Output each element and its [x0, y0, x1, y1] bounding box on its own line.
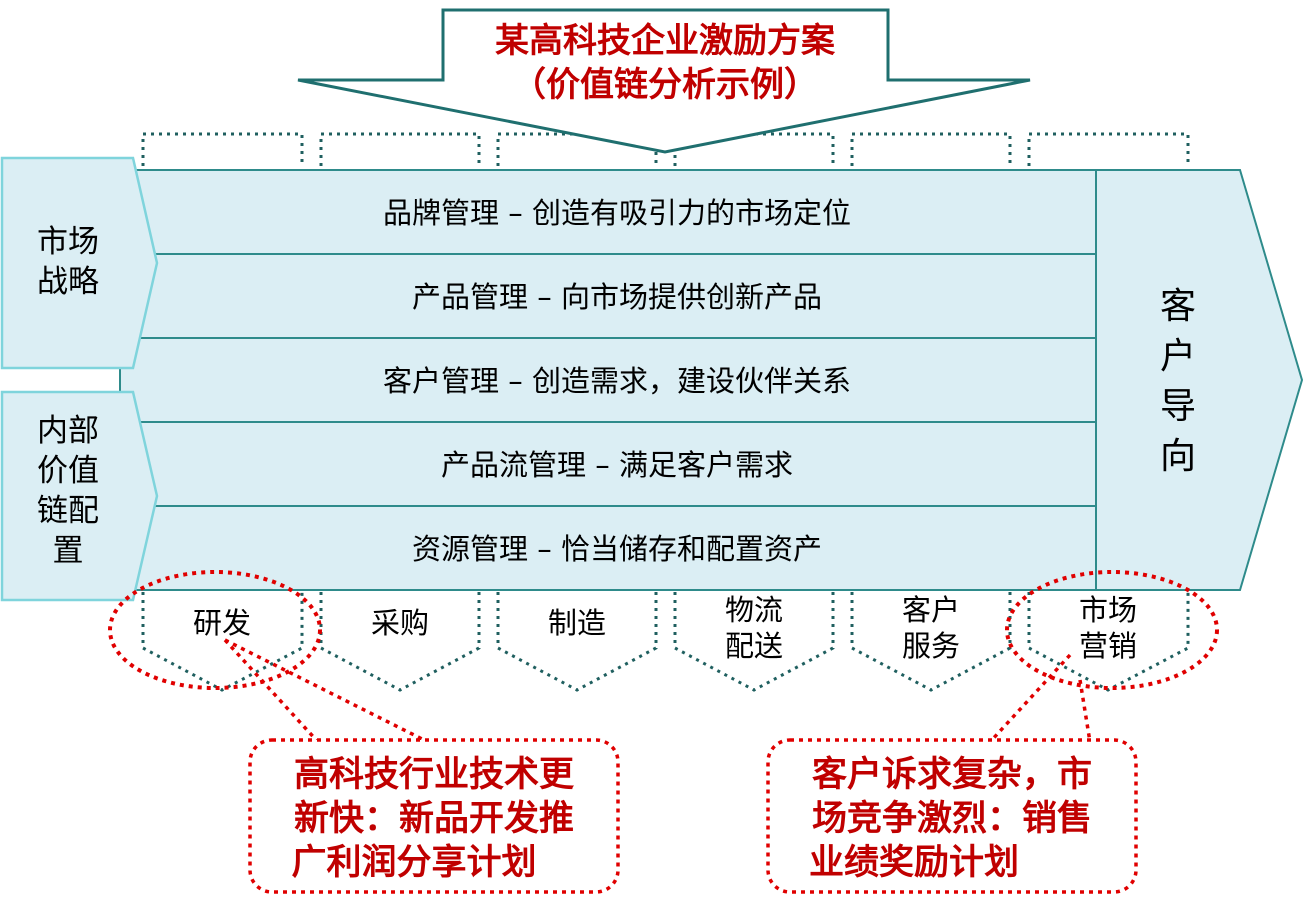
- activity-marketing-line-2: 营销: [1079, 629, 1137, 663]
- activity-manufacturing: 制造: [548, 606, 606, 640]
- highlight-ellipse-marketing: [1005, 570, 1219, 690]
- activity-marketing-line-1: 市场: [1079, 593, 1137, 627]
- activity-logistics-line-1: 物流: [725, 593, 783, 627]
- title-line-1: 某高科技企业激励方案: [495, 21, 836, 61]
- row-label-resource: 资源管理 – 恰当储存和配置资产: [412, 532, 822, 566]
- callout-connectors: [223, 638, 1092, 744]
- callout-left-line-3: 广利润分享计划: [291, 843, 536, 883]
- connector-right-1: [988, 653, 1072, 744]
- activity-service-line-2: 服务: [902, 629, 960, 663]
- activity-logistics-line-2: 配送: [725, 629, 783, 663]
- callout-right-line-2: 场竞争激烈：销售: [812, 799, 1092, 839]
- top-tab-6: [1027, 132, 1190, 166]
- internal-value-chain-box: [0, 390, 159, 602]
- row-label-product: 产品管理 – 向市场提供创新产品: [412, 280, 822, 314]
- management-band: 品牌管理 – 创造有吸引力的市场定位 产品管理 – 向市场提供创新产品 客户管理…: [119, 169, 1097, 591]
- callout-left-line-1: 高科技行业技术更: [294, 755, 575, 795]
- callout-left-line-2: 新快：新品开发推: [294, 799, 574, 839]
- activity-chevron-3: [496, 592, 658, 692]
- row-bg-4: [119, 421, 1097, 507]
- callout-right-line-1: 客户诉求复杂，市: [812, 754, 1092, 795]
- bottom-activity-chevrons: [141, 592, 1190, 692]
- row-bg-5: [119, 505, 1097, 591]
- callout-box-left: [248, 738, 620, 894]
- activity-rd: 研发: [193, 606, 251, 640]
- callout-right-line-3: 业绩奖励计划: [809, 843, 1019, 883]
- customer-orientation-char-2: 户: [1160, 336, 1196, 377]
- top-tab-1: [141, 132, 304, 166]
- connector-right-2: [1078, 679, 1092, 743]
- activity-chevron-6: [1027, 592, 1190, 692]
- activity-chevron-4: [673, 592, 835, 692]
- row-label-customer: 客户管理 – 创造需求，建设伙伴关系: [383, 364, 851, 398]
- top-tab-5: [850, 132, 1012, 166]
- internal-value-chain-line-1: 内部: [37, 413, 99, 449]
- customer-orientation-arrow: [1095, 169, 1304, 591]
- callout-box-right: [766, 738, 1138, 894]
- internal-value-chain-line-4: 置: [53, 533, 84, 569]
- activity-procurement: 采购: [371, 606, 429, 640]
- customer-orientation-char-3: 导: [1160, 386, 1196, 427]
- customer-orientation-char-4: 向: [1160, 436, 1196, 477]
- connector-left-1: [223, 638, 320, 744]
- top-tab-3: [496, 132, 658, 166]
- activity-chevron-1: [141, 592, 304, 692]
- internal-value-chain-line-3: 链配: [37, 493, 99, 529]
- title-line-2: （价值链分析示例）: [512, 65, 818, 105]
- row-label-product-flow: 产品流管理 – 满足客户需求: [441, 448, 793, 482]
- market-strategy-box: [0, 156, 159, 370]
- title-arrow: [297, 8, 1031, 154]
- market-strategy-line-1: 市场: [37, 224, 99, 260]
- activity-service-line-1: 客户: [902, 593, 960, 627]
- activity-chevron-2: [319, 592, 481, 692]
- internal-value-chain-line-2: 价值: [37, 453, 99, 489]
- market-strategy-line-2: 战略: [37, 264, 99, 300]
- customer-orientation-char-1: 客: [1160, 286, 1196, 327]
- activity-labels: 研发 采购 制造 物流 配送 客户 服务 市场 营销: [193, 593, 1137, 663]
- activity-chevron-5: [850, 592, 1012, 692]
- row-label-brand: 品牌管理 – 创造有吸引力的市场定位: [383, 196, 851, 230]
- top-tab-2: [319, 132, 481, 166]
- connector-left-2: [224, 638, 429, 744]
- highlight-ellipse-rd: [108, 570, 322, 690]
